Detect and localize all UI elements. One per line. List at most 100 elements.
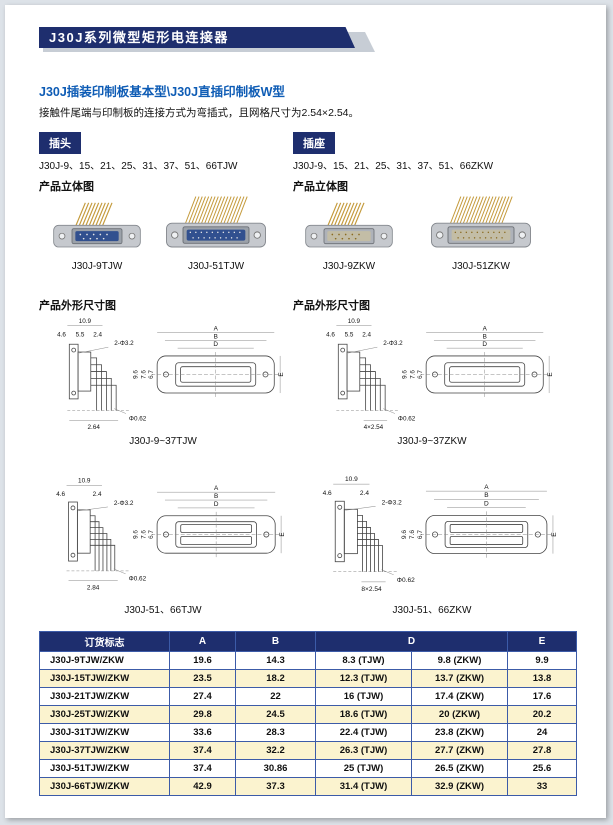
photo-j30j-51tjw: [155, 192, 277, 258]
cell-d_zkw: 9.8 (ZKW): [410, 651, 509, 670]
dim-label: A: [214, 485, 219, 492]
cell-d_tjw: 12.3 (TJW): [315, 669, 412, 688]
cell-e: 9.9: [507, 651, 578, 670]
cell-model: J30J-31TJW/ZKW: [39, 723, 170, 742]
dim-label: Φ0.62: [129, 576, 147, 583]
dimension-drawing-tr: 10.9 4.6 5.5 2.4 2-Φ3.2 4×2.54 Φ0.62 9.6…: [301, 313, 563, 435]
side-view: [337, 343, 386, 411]
col-header-e: E: [507, 631, 578, 652]
dim-label: 5.5: [345, 331, 354, 338]
side-view: [334, 500, 384, 572]
contact-pins: [454, 231, 506, 239]
cell-b: 14.3: [235, 651, 316, 670]
photo-caption: J30J-51TJW: [187, 261, 245, 272]
dim-label: 10.9: [78, 477, 91, 484]
cell-d_tjw: 8.3 (TJW): [315, 651, 412, 670]
cell-d_zkw: 27.7 (ZKW): [410, 741, 509, 760]
cell-d_tjw: 22.4 (TJW): [315, 723, 412, 742]
socket-model-list: J30J-9、15、21、25、31、37、51、66ZKW: [293, 161, 494, 172]
col-header-model: 订货标志: [39, 631, 170, 652]
dimension-lines: [66, 485, 282, 581]
cell-e: 24: [507, 723, 578, 742]
cell-a: 42.9: [169, 777, 236, 796]
cell-d_zkw: 20 (ZKW): [410, 705, 509, 724]
side-view: [68, 501, 116, 571]
dim-label: B: [484, 492, 489, 499]
dim-label: D: [484, 500, 489, 507]
socket-stereo-label: 产品立体图: [293, 181, 348, 193]
cell-b: 37.3: [235, 777, 316, 796]
cell-d_zkw: 26.5 (ZKW): [410, 759, 509, 778]
dim-label: 4.6: [326, 331, 335, 338]
cell-b: 18.2: [235, 669, 316, 688]
cell-e: 20.2: [507, 705, 578, 724]
plug-stereo-label: 产品立体图: [39, 181, 94, 193]
drawing-caption: J30J-9~37ZKW: [397, 436, 467, 447]
dim-label: 2-Φ3.2: [114, 500, 134, 507]
gold-pins: [74, 202, 113, 228]
contact-holes: [79, 233, 108, 240]
cell-e: 27.8: [507, 741, 578, 760]
cell-a: 27.4: [169, 687, 236, 706]
socket-chip: 插座: [293, 132, 335, 154]
cell-e: 33: [507, 777, 578, 796]
dim-label: 5.5: [76, 331, 85, 338]
cell-e: 17.6: [507, 687, 578, 706]
contact-holes: [189, 231, 241, 239]
col-header-b: B: [235, 631, 316, 652]
dim-label: 9.6: [133, 370, 140, 379]
dim-label: D: [214, 501, 219, 508]
drawing-caption: J30J-9~37TJW: [129, 436, 197, 447]
dim-label: 2.4: [93, 491, 102, 498]
dimension-lines: [333, 483, 554, 583]
cell-d_tjw: 25 (TJW): [315, 759, 412, 778]
dim-label: 7.6: [140, 370, 147, 379]
cell-d_zkw: 17.4 (ZKW): [410, 687, 509, 706]
dim-label: 6.7: [417, 370, 424, 379]
gold-pins: [184, 196, 248, 226]
cell-model: J30J-51TJW/ZKW: [39, 759, 170, 778]
dimension-lines: [336, 325, 550, 421]
dim-label: 2.4: [360, 490, 369, 497]
dim-label: 2.84: [87, 585, 100, 592]
cell-d_tjw: 16 (TJW): [315, 687, 412, 706]
col-header-d: D: [314, 631, 509, 652]
cell-a: 19.6: [169, 651, 236, 670]
dimension-drawing-bl: 10.9 4.6 2.4 2-Φ3.2 2.84 Φ0.62 9.6 7.6 6…: [39, 471, 287, 597]
contact-pins: [331, 233, 360, 240]
section-title: J30J插装印制板基本型\J30J直插印制板W型: [39, 85, 285, 99]
intro-text: 接触件尾端与印制板的连接方式为弯插式，且网格尺寸为2.54×2.54。: [39, 107, 360, 119]
cell-model: J30J-66TJW/ZKW: [39, 777, 170, 796]
plug-dimension-label: 产品外形尺寸图: [39, 300, 116, 312]
cell-model: J30J-37TJW/ZKW: [39, 741, 170, 760]
dim-label: 2-Φ3.2: [383, 340, 403, 347]
gold-pins: [326, 202, 365, 228]
dim-label: 2.4: [93, 331, 102, 338]
cell-b: 30.86: [235, 759, 316, 778]
cell-b: 22: [235, 687, 316, 706]
photo-caption: J30J-9TJW: [71, 261, 123, 272]
cell-b: 28.3: [235, 723, 316, 742]
drawing-caption: J30J-51、66ZKW: [392, 605, 472, 616]
dim-label: 10.9: [345, 476, 358, 483]
cell-model: J30J-9TJW/ZKW: [39, 651, 170, 670]
dim-label: 2.64: [88, 424, 101, 431]
dim-label: E: [278, 372, 285, 376]
dim-label: Φ0.62: [129, 415, 147, 422]
dim-label: E: [547, 372, 554, 376]
drawing-caption: J30J-51、66TJW: [124, 605, 202, 616]
dim-label: 9.6: [132, 530, 139, 539]
cell-b: 24.5: [235, 705, 316, 724]
dim-label: A: [483, 326, 488, 333]
dim-label: 10.9: [79, 318, 92, 325]
table-header-row: 订货标志 A B D E: [39, 631, 578, 652]
cell-d_zkw: 23.8 (ZKW): [410, 723, 509, 742]
photo-caption: J30J-9ZKW: [322, 261, 376, 272]
